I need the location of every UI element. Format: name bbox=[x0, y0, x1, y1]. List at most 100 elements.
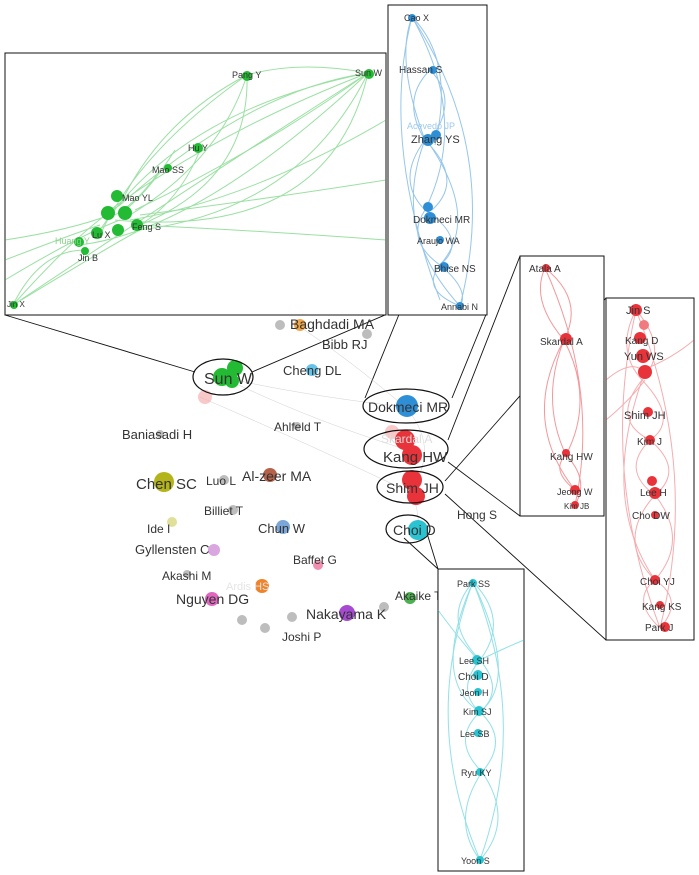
green-label-sun-w: Sun W bbox=[355, 68, 383, 78]
label-baniasadi-h: Baniasadi H bbox=[122, 427, 192, 442]
red-node-skardal-a[interactable] bbox=[560, 333, 572, 345]
cyan-node-park-ss[interactable] bbox=[469, 579, 477, 587]
label-luo-l: Luo L bbox=[206, 474, 236, 488]
green-node-hu-y[interactable] bbox=[193, 143, 203, 153]
green-node-cluster bbox=[74, 237, 84, 247]
red-label-cho-dw: Cho DW bbox=[632, 511, 670, 522]
blue-node-bhise-ns[interactable] bbox=[439, 262, 449, 272]
red-label-kang-d: Kang D bbox=[625, 336, 658, 347]
node-cheng-dl[interactable] bbox=[306, 364, 318, 376]
green-label-feng-s: Feng S bbox=[132, 222, 161, 232]
red-small-cluster-panel: Atala A Skardal A Kang HW Jeong W Kim JB bbox=[519, 255, 605, 517]
label-kang-hw: Kang HW bbox=[383, 449, 448, 466]
label-al-zeer-ma: Al-zeer MA bbox=[242, 468, 312, 484]
green-node-lu-x[interactable] bbox=[93, 231, 99, 237]
node-chun-w[interactable] bbox=[276, 520, 290, 534]
node-gyllensten-c[interactable] bbox=[208, 544, 220, 556]
red-label-kang-ks: Kang KS bbox=[642, 602, 682, 613]
node-billiet-t[interactable] bbox=[228, 505, 238, 515]
red-label-jeong-w: Jeong W bbox=[557, 487, 593, 497]
node-shim-jh-cluster bbox=[407, 487, 425, 505]
blue-node-zhang-ys[interactable] bbox=[422, 134, 434, 146]
green-node-jin-x[interactable] bbox=[10, 301, 18, 309]
cyan-node-yoon-s[interactable] bbox=[476, 856, 484, 864]
node-grey bbox=[287, 612, 297, 622]
cyan-node-kim-sj[interactable] bbox=[474, 706, 484, 716]
node-grey bbox=[237, 615, 247, 625]
cyan-node-ryu-ky[interactable] bbox=[476, 768, 484, 776]
node-ide-i[interactable] bbox=[167, 517, 177, 527]
red-node-yun-ws[interactable] bbox=[636, 349, 650, 363]
node-akashi-m[interactable] bbox=[183, 570, 191, 578]
green-node-cluster bbox=[112, 224, 124, 236]
node-baffet-g[interactable] bbox=[313, 560, 323, 570]
red-label-yun-ws: Yun WS bbox=[624, 351, 664, 363]
red-node-jin-s[interactable] bbox=[630, 304, 642, 316]
node-grey bbox=[379, 602, 389, 612]
label-nakayama-k: Nakayama K bbox=[306, 606, 387, 622]
cyan-node-jeon-h[interactable] bbox=[474, 688, 482, 696]
red-node-kang-d[interactable] bbox=[634, 332, 646, 344]
node-luo-l[interactable] bbox=[219, 475, 229, 485]
label-shim-jh: Shim JH bbox=[386, 480, 439, 496]
blue-node-araujo-wa[interactable] bbox=[436, 236, 444, 244]
node-chen-sc[interactable] bbox=[154, 472, 174, 492]
blue-label-araujo-wa: Araujo WA bbox=[417, 236, 460, 246]
green-node-sun-w[interactable] bbox=[364, 69, 374, 79]
label-choi-d: Choi D bbox=[393, 522, 436, 538]
green-node-pang-y[interactable] bbox=[242, 71, 252, 81]
node-shim-jh[interactable] bbox=[402, 470, 422, 490]
red-node-cho-dw[interactable] bbox=[651, 511, 659, 519]
cyan-node-lee-sb[interactable] bbox=[474, 729, 482, 737]
blue-label-dokmeci-mr: Dokmeci MR bbox=[413, 215, 470, 226]
red-node-kim-j[interactable] bbox=[645, 435, 655, 445]
red-node-park-j[interactable] bbox=[660, 622, 670, 632]
green-node-jin-b[interactable] bbox=[81, 247, 89, 255]
highlight-ring-sun-w bbox=[192, 358, 254, 396]
node-bibb-rj[interactable] bbox=[362, 329, 372, 339]
blue-node-hassan-s[interactable] bbox=[429, 66, 437, 74]
green-label-pang-y: Pang Y bbox=[232, 70, 261, 80]
red-node-choi-yj[interactable] bbox=[650, 575, 660, 585]
green-node-mao-ss[interactable] bbox=[164, 164, 172, 172]
node-baghdadi-ma[interactable] bbox=[294, 319, 306, 331]
label-akashi-m: Akashi M bbox=[162, 569, 211, 583]
blue-node-cluster bbox=[423, 202, 433, 212]
node-faded bbox=[385, 425, 399, 439]
red-small-edges bbox=[539, 267, 584, 506]
cyan-node-lee-sh[interactable] bbox=[472, 655, 482, 665]
red-node-kang-ks[interactable] bbox=[656, 601, 664, 609]
node-nakayama-k[interactable] bbox=[339, 605, 355, 621]
red-node-lee-h[interactable] bbox=[649, 487, 661, 499]
highlight-ring-shim-jh bbox=[376, 470, 444, 504]
blue-label-bhise-ns: Bhise NS bbox=[434, 264, 476, 275]
node-ahlfeld-t[interactable] bbox=[293, 422, 301, 430]
red-node-kang-hw[interactable] bbox=[562, 449, 570, 457]
blue-node-dokmeci-mr[interactable] bbox=[424, 212, 436, 224]
red-node-shim-jh[interactable] bbox=[643, 407, 653, 417]
red-label-jin-s: Jin S bbox=[626, 305, 650, 317]
red-label-lee-h: Lee H bbox=[640, 488, 667, 499]
label-baghdadi-ma: Baghdadi MA bbox=[290, 316, 375, 332]
blue-node-annabi-n[interactable] bbox=[456, 302, 464, 310]
green-node-feng-s[interactable] bbox=[136, 221, 142, 227]
node-kang-hw[interactable] bbox=[395, 430, 415, 450]
red-label-shim-jh: Shim JH bbox=[624, 410, 666, 422]
cyan-label-choi-d: Choi D bbox=[458, 672, 489, 683]
cyan-label-lee-sb: Lee SB bbox=[460, 729, 490, 739]
green-node-mao-yl[interactable] bbox=[111, 190, 123, 202]
node-orange[interactable] bbox=[255, 579, 269, 593]
node-akaike-t[interactable] bbox=[404, 592, 416, 604]
red-node-jeong-w[interactable] bbox=[570, 485, 580, 495]
node-al-zeer-ma[interactable] bbox=[263, 468, 277, 482]
node-nguyen-dg[interactable] bbox=[205, 592, 219, 606]
node-baniasadi-h[interactable] bbox=[156, 430, 164, 438]
label-sun-w: Sun W bbox=[204, 371, 253, 388]
blue-node-cao-x[interactable] bbox=[408, 14, 416, 22]
red-node-atala-a[interactable] bbox=[542, 264, 550, 272]
node-dokmeci-mr[interactable] bbox=[396, 395, 418, 417]
node-choi-d[interactable] bbox=[408, 520, 428, 540]
red-node-kim-jb[interactable] bbox=[571, 501, 579, 509]
cyan-node-choi-d[interactable] bbox=[473, 670, 483, 680]
